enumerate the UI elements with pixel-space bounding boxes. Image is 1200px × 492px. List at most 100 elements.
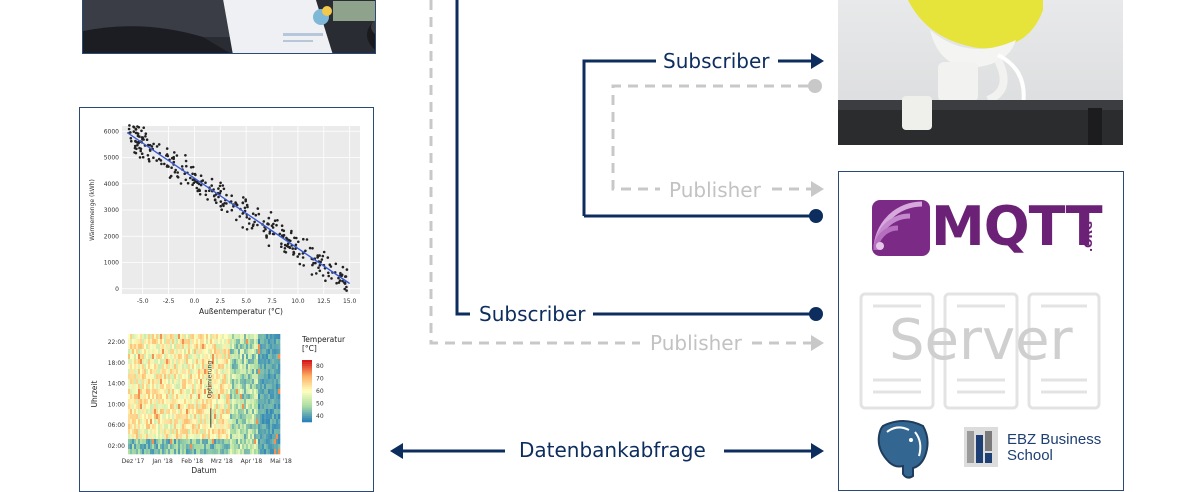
- heatmap-cell: [200, 354, 203, 360]
- heatmap-cell: [224, 429, 227, 435]
- heatmap-cell: [130, 359, 133, 365]
- heatmap-cell: [184, 389, 187, 395]
- heatmap-cell: [248, 449, 251, 455]
- heatmap-cell: [246, 359, 249, 365]
- heatmap-cell: [132, 399, 135, 405]
- scatter-point: [250, 226, 254, 230]
- scatter-point: [235, 203, 239, 207]
- heatmap-cell: [238, 334, 241, 340]
- heatmap-cell: [224, 369, 227, 375]
- heatmap-cell: [178, 424, 181, 430]
- heatmap-cell: [204, 399, 207, 405]
- heatmap-cell: [186, 384, 189, 390]
- heatmap-cell: [248, 384, 251, 390]
- heatmap-cell: [184, 369, 187, 375]
- heatmap-cell: [128, 439, 131, 445]
- heatmap-cell: [190, 394, 193, 400]
- heatmap-cell: [242, 434, 245, 440]
- heatmap-cell: [162, 379, 165, 385]
- heatmap-cell: [186, 354, 189, 360]
- heatmap-cell: [170, 349, 173, 355]
- heatmap-cell: [178, 334, 181, 340]
- heatmap-cell: [146, 399, 149, 405]
- heatmap-cell: [182, 419, 185, 425]
- scatter-point: [134, 127, 138, 131]
- heatmap-cell: [160, 439, 163, 445]
- heatmap-cell: [222, 444, 225, 450]
- heatmap-cell: [268, 369, 271, 375]
- heatmap-cell: [136, 434, 139, 440]
- heatmap-cell: [196, 344, 199, 350]
- heatmap-cell: [214, 429, 217, 435]
- heatmap-legend-swatch: [302, 366, 312, 369]
- heatmap-cell: [274, 379, 277, 385]
- heatmap-cell: [224, 409, 227, 415]
- heatmap-cell: [178, 399, 181, 405]
- heatmap-cell: [146, 449, 149, 455]
- heatmap-cell: [238, 419, 241, 425]
- heatmap-cell: [198, 394, 201, 400]
- heatmap-cell: [220, 424, 223, 430]
- heatmap-legend-swatch: [302, 405, 312, 408]
- heatmap-cell: [272, 359, 275, 365]
- heatmap-cell: [226, 344, 229, 350]
- heatmap-cell: [208, 409, 211, 415]
- heatmap-cell: [134, 384, 137, 390]
- heatmap-cell: [136, 354, 139, 360]
- scatter-point: [170, 166, 173, 169]
- heatmap-cell: [218, 364, 221, 370]
- heatmap-cell: [180, 449, 183, 455]
- heatmap-cell: [206, 384, 209, 390]
- heatmap-cell: [162, 374, 165, 380]
- heatmap-cell: [264, 449, 267, 455]
- heatmap-cell: [220, 399, 223, 405]
- heatmap-cell: [206, 394, 209, 400]
- heatmap-cell: [146, 339, 149, 345]
- scatter-point: [206, 198, 209, 201]
- heatmap-legend-swatch: [302, 370, 312, 373]
- heatmap-cell: [228, 409, 231, 415]
- heatmap-cell: [190, 344, 193, 350]
- heatmap-cell: [204, 429, 207, 435]
- heatmap-cell: [150, 369, 153, 375]
- heatmap-cell: [220, 364, 223, 370]
- heatmap-cell: [248, 389, 251, 395]
- heatmap-cell: [272, 424, 275, 430]
- heatmap-cell: [274, 389, 277, 395]
- heatmap-cell: [212, 364, 215, 370]
- heatmap-cell: [196, 364, 199, 370]
- heatmap-cell: [244, 334, 247, 340]
- heatmap-cell: [150, 349, 153, 355]
- heatmap-cell: [134, 359, 137, 365]
- scatter-point: [318, 269, 322, 273]
- heatmap-cell: [140, 414, 143, 420]
- heatmap-cell: [228, 364, 231, 370]
- heatmap-cell: [144, 394, 147, 400]
- heatmap-cell: [220, 369, 223, 375]
- heatmap-cell: [196, 349, 199, 355]
- heatmap-cell: [150, 334, 153, 340]
- heatmap-cell: [148, 434, 151, 440]
- heatmap-cell: [200, 334, 203, 340]
- scatter-point: [305, 238, 309, 241]
- heatmap-cell: [214, 404, 217, 410]
- heatmap-cell: [216, 449, 219, 455]
- heatmap-cell: [152, 434, 155, 440]
- heatmap-cell: [250, 424, 253, 430]
- heatmap-cell: [226, 394, 229, 400]
- heatmap-cell: [244, 424, 247, 430]
- scatter-point: [341, 265, 345, 269]
- heatmap-cell: [140, 384, 143, 390]
- heatmap-cell: [144, 444, 147, 450]
- heatmap-cell: [250, 449, 253, 455]
- heatmap-cell: [202, 354, 205, 360]
- heatmap-cell: [182, 399, 185, 405]
- heatmap-cell: [236, 344, 239, 350]
- heatmap-cell: [174, 449, 177, 455]
- scatter-point: [241, 226, 244, 229]
- heatmap-cell: [136, 404, 139, 410]
- heatmap-cell: [144, 414, 147, 420]
- heatmap-cell: [232, 379, 235, 385]
- heatmap-cell: [260, 389, 263, 395]
- heatmap-cell: [262, 389, 265, 395]
